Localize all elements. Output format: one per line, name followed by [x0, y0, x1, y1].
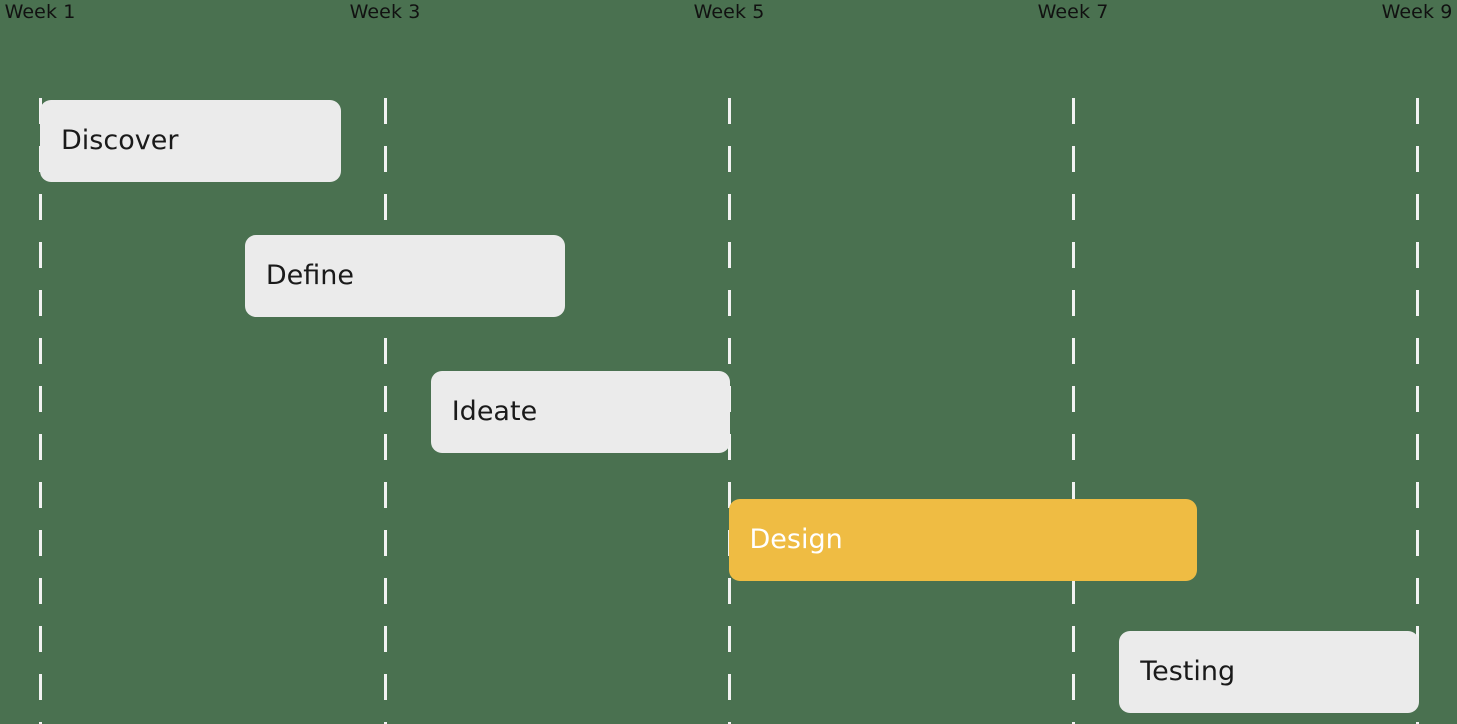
task-bar-testing[interactable]: Testing [1119, 631, 1419, 713]
task-bar-label: Define [265, 260, 354, 291]
gridline-week-9 [1415, 98, 1419, 724]
axis-tick-label-week-5: Week 5 [693, 1, 765, 23]
task-bar-discover[interactable]: Discover [40, 100, 342, 182]
axis-tick-label-week-3: Week 3 [349, 1, 421, 23]
axis-tick-label-week-1: Week 1 [4, 1, 76, 23]
gridline-week-1 [38, 98, 42, 724]
gridline-week-7 [1071, 98, 1075, 724]
time-axis: Week 1 Week 3 Week 5 Week 7 Week 9 [0, 0, 1457, 30]
axis-tick-label-week-7: Week 7 [1037, 1, 1109, 23]
axis-tick-label-week-9: Week 9 [1381, 1, 1453, 23]
task-bar-label: Discover [61, 125, 179, 156]
task-bar-label: Design [749, 524, 843, 555]
task-bar-label: Ideate [451, 396, 538, 427]
task-bar-label: Testing [1140, 656, 1236, 687]
task-bar-ideate[interactable]: Ideate [430, 371, 731, 453]
gridline-week-3 [383, 98, 387, 724]
task-bar-design[interactable]: Design [728, 499, 1197, 581]
task-bar-define[interactable]: Define [244, 235, 565, 317]
